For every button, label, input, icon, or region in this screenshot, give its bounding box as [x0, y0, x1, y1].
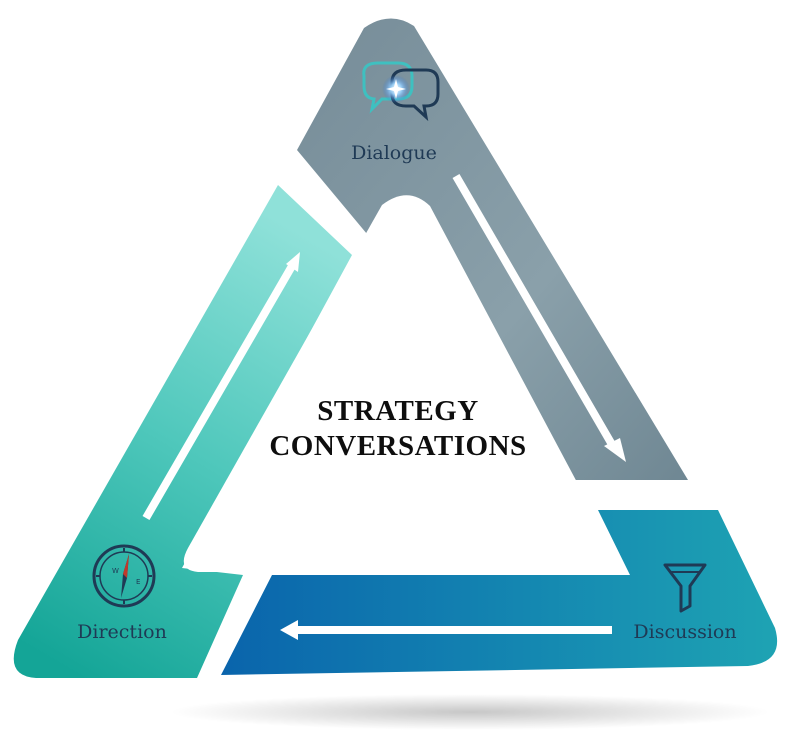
svg-text:W: W: [112, 567, 119, 575]
svg-text:E: E: [136, 578, 140, 586]
stage-label-discussion: Discussion: [633, 621, 736, 643]
speech-bubbles-icon: [362, 61, 440, 122]
funnel-icon: [663, 563, 707, 613]
arrow-discussion-to-direction: [280, 620, 612, 640]
center-title-line1: STRATEGY: [317, 395, 478, 427]
center-title-line2: CONVERSATIONS: [269, 430, 526, 462]
base-shadow: [170, 694, 770, 730]
stage-label-dialogue: Dialogue: [351, 142, 437, 164]
compass-icon: W E: [92, 544, 156, 608]
arrow-direction-to-dialogue: [142, 252, 300, 521]
stage-label-direction: Direction: [77, 621, 167, 643]
center-triangle: [183, 195, 615, 572]
arrow-dialogue-to-discussion: [452, 173, 626, 462]
dialogue-segment: [297, 18, 688, 481]
